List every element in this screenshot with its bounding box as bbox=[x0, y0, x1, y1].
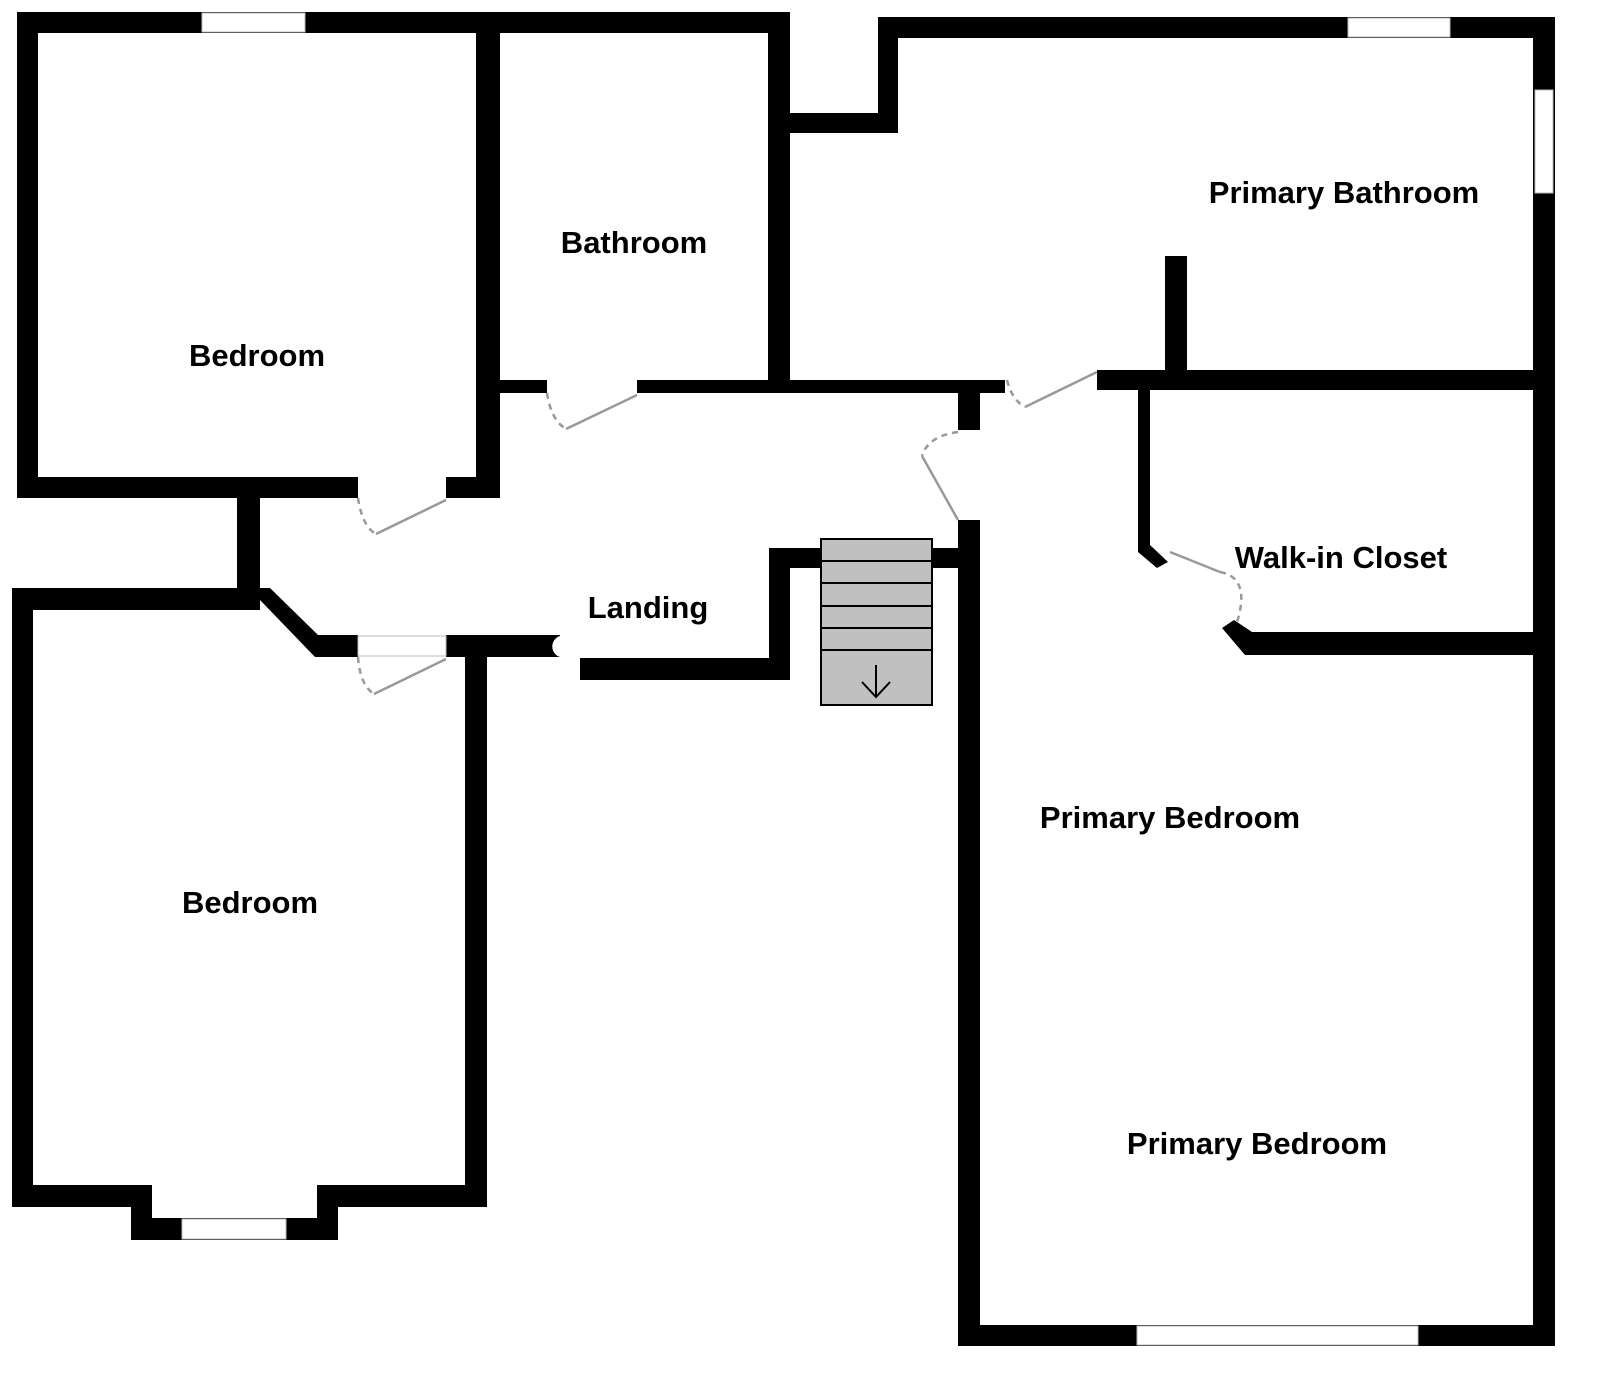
window bbox=[357, 635, 447, 657]
window bbox=[201, 12, 306, 33]
room-label-bedroom: Bedroom bbox=[188, 338, 326, 373]
window bbox=[1347, 17, 1451, 38]
room-label-primary-bedroom: Primary Bedroom bbox=[1039, 800, 1301, 835]
room-label-bathroom: Bathroom bbox=[560, 225, 708, 260]
windows bbox=[181, 12, 1554, 1346]
room-label-bedroom: Bedroom bbox=[181, 885, 319, 920]
room-label-primary-bathroom: Primary Bathroom bbox=[1208, 175, 1480, 210]
window bbox=[1534, 89, 1554, 194]
walls bbox=[12, 12, 1555, 1346]
stairs bbox=[820, 538, 933, 706]
window bbox=[181, 1218, 287, 1240]
room-label-primary-bedroom: Primary Bedroom bbox=[1126, 1126, 1388, 1161]
room-label-walk-in-closet: Walk-in Closet bbox=[1234, 540, 1448, 575]
arrow-down-icon bbox=[861, 665, 891, 699]
room-label-landing: Landing bbox=[587, 590, 709, 625]
window bbox=[1136, 1325, 1419, 1346]
doors bbox=[356, 370, 1243, 696]
